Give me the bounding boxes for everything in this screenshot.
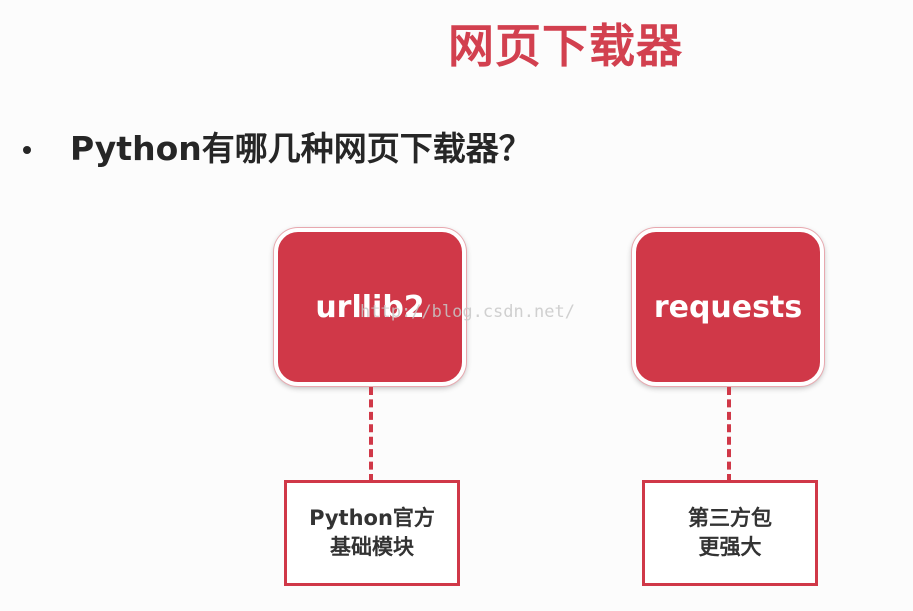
- requests-connector: [727, 387, 731, 482]
- bullet-question: Python有哪几种网页下载器？: [70, 129, 532, 168]
- urllib2-description-box: Python官方 基础模块: [284, 480, 460, 586]
- urllib2-connector: [369, 387, 373, 482]
- urllib2-label: urllib2: [315, 289, 425, 325]
- bullet-dot: [23, 146, 31, 154]
- urllib2-box: urllib2: [274, 228, 466, 386]
- urllib2-description-line-2: 基础模块: [330, 535, 414, 559]
- slide-title: 网页下载器: [448, 19, 683, 73]
- requests-description-line-1: 第三方包: [688, 506, 772, 530]
- requests-box: requests: [632, 228, 824, 386]
- requests-label: requests: [653, 289, 803, 325]
- requests-description-line-2: 更强大: [698, 535, 762, 559]
- requests-description-box: 第三方包 更强大: [642, 480, 818, 586]
- urllib2-description-line-1: Python官方: [309, 506, 435, 530]
